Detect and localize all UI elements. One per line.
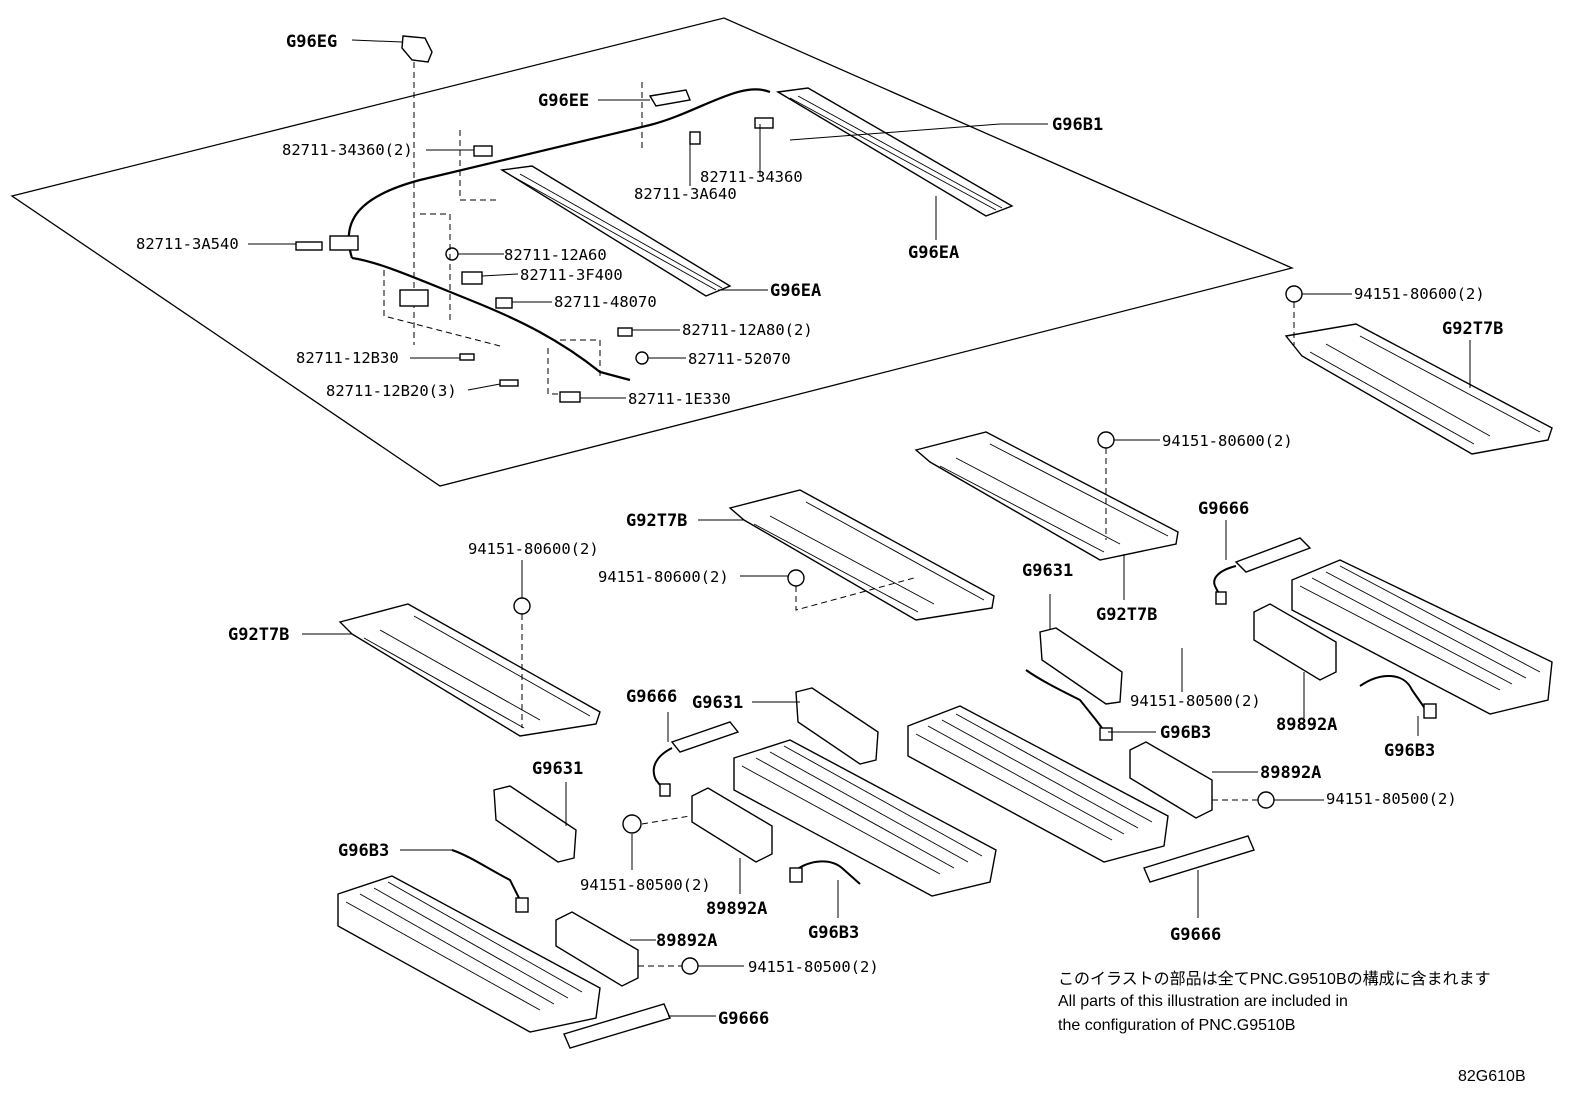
label-g9666-b: G9666 <box>1170 925 1221 945</box>
wire-harness-cable <box>347 88 771 259</box>
dash-box-a <box>459 130 500 201</box>
g9631-left <box>493 785 577 863</box>
label-g96ea-upper: G96EA <box>908 243 959 263</box>
connector-34360-a <box>473 145 493 157</box>
label-g9666-d: G9666 <box>718 1009 769 1029</box>
label-g96b3-d: G96B3 <box>338 841 389 861</box>
harness-kit-frame <box>10 17 1294 487</box>
label-g96b3-b: G96B3 <box>1384 741 1435 761</box>
label-g9631-c: G9631 <box>532 759 583 779</box>
label-82711-34360: 82711-34360 <box>700 168 803 186</box>
g96ee-part <box>641 82 691 150</box>
label-94151-80600-d: 94151-80600(2) <box>598 568 729 586</box>
connector-3a640 <box>689 131 701 145</box>
label-89892a-a: 89892A <box>1276 715 1337 735</box>
89892a-center <box>622 787 773 863</box>
label-g96ee: G96EE <box>538 91 589 111</box>
g96b3-harness-right-a <box>1025 669 1113 741</box>
label-82711-52070: 82711-52070 <box>688 350 791 368</box>
label-g96ea-lower: G96EA <box>770 281 821 301</box>
label-94151-80500-d: 94151-80500(2) <box>748 958 879 976</box>
label-g92t7b-b: G92T7B <box>1096 605 1157 625</box>
g9666-right <box>1213 537 1312 605</box>
label-94151-80600-a: 94151-80600(2) <box>1354 285 1485 303</box>
label-82711-1e330: 82711-1E330 <box>628 390 731 408</box>
battery-module-center-right <box>907 705 1169 863</box>
89892a-left <box>555 911 699 987</box>
connector-34360-b <box>754 117 774 129</box>
label-g9631-a: G9631 <box>1022 561 1073 581</box>
label-g9631-b: G9631 <box>692 693 743 713</box>
label-g9666-c: G9666 <box>626 687 677 707</box>
g96b3-harness-center <box>789 860 861 885</box>
label-94151-80500-c: 94151-80500(2) <box>580 876 711 894</box>
g9631-right <box>1039 594 1123 705</box>
g92t7b-plate-center <box>728 489 995 621</box>
label-82711-12b30: 82711-12B30 <box>296 349 399 367</box>
label-g96eg: G96EG <box>286 32 337 52</box>
label-94151-80600-c: 94151-80600(2) <box>468 540 599 558</box>
diagram-id: 82G610B <box>1458 1068 1526 1085</box>
label-82711-12b20-3: 82711-12B20(3) <box>326 382 457 400</box>
g96ea-right-rail <box>775 87 1014 217</box>
89892a-center-right <box>1129 741 1275 819</box>
label-g96b1: G96B1 <box>1052 115 1103 135</box>
g92t7b-plate-mid-right <box>914 431 1179 561</box>
battery-module-right <box>1291 559 1553 715</box>
label-94151-80500-a: 94151-80500(2) <box>1130 692 1261 710</box>
label-89892a-b: 89892A <box>1260 763 1321 783</box>
label-82711-3a540: 82711-3A540 <box>136 235 239 253</box>
label-82711-34360-2: 82711-34360(2) <box>282 141 413 159</box>
label-82711-3f400: 82711-3F400 <box>520 266 623 284</box>
g9631-center <box>795 687 879 765</box>
note-english-line1: All parts of this illustration are inclu… <box>1058 993 1348 1010</box>
label-g92t7b-c: G92T7B <box>626 511 687 531</box>
label-g96b3-a: G96B3 <box>1160 723 1211 743</box>
label-89892a-c: 89892A <box>706 899 767 919</box>
label-g92t7b-a: G92T7B <box>1442 319 1503 339</box>
g92t7b-plate-top-right <box>1284 285 1553 455</box>
g96b3-harness-left <box>451 849 529 913</box>
note-japanese: このイラストの部品は全てPNC.G9510Bの構成に含まれます <box>1058 970 1491 988</box>
g92t7b-plate-left <box>338 597 601 737</box>
g9666-left <box>563 1003 671 1049</box>
label-g92t7b-d: G92T7B <box>228 625 289 645</box>
g9666-center <box>652 721 740 797</box>
label-94151-80500-b: 94151-80500(2) <box>1326 790 1457 808</box>
label-89892a-d: 89892A <box>656 931 717 951</box>
g96b3-harness-right-b <box>1359 674 1437 719</box>
label-82711-48070: 82711-48070 <box>554 293 657 311</box>
label-94151-80600-b: 94151-80600(2) <box>1162 432 1293 450</box>
note-english-line2: the configuration of PNC.G9510B <box>1058 1017 1295 1034</box>
battery-module-center <box>733 739 997 897</box>
label-g96b3-c: G96B3 <box>808 923 859 943</box>
g9666-center-right <box>1143 835 1255 883</box>
label-82711-3a640: 82711-3A640 <box>634 185 737 203</box>
label-g9666-a: G9666 <box>1198 499 1249 519</box>
label-82711-12a60: 82711-12A60 <box>504 246 607 264</box>
89892a-right <box>1253 603 1337 681</box>
label-82711-12a80-2: 82711-12A80(2) <box>682 321 813 339</box>
leader-lines <box>248 39 1471 1017</box>
g96ea-upper-rail <box>499 165 732 297</box>
harness-small-parts <box>295 213 649 403</box>
wire-harness-branch <box>351 256 631 382</box>
battery-module-left <box>337 875 601 1033</box>
